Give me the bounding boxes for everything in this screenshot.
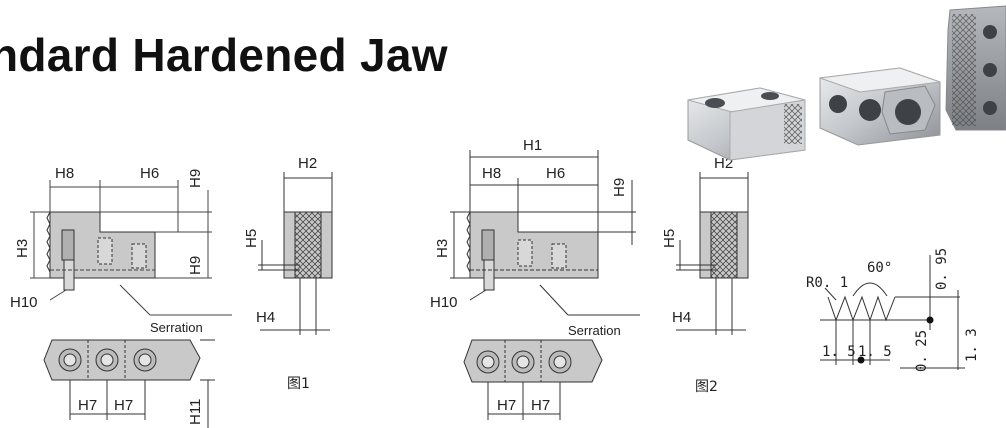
fig1-side-view bbox=[30, 180, 232, 316]
jaw-photo-2 bbox=[819, 67, 941, 146]
fig2-serration-label: Serration bbox=[568, 323, 621, 338]
fig2-H6-label: H6 bbox=[546, 165, 565, 182]
reference-dot bbox=[857, 356, 865, 364]
fig2-H7-left-label: H7 bbox=[497, 397, 516, 414]
fig1-H10-label: H10 bbox=[10, 294, 38, 311]
detail-15-right-label: 1. 5 bbox=[858, 344, 892, 360]
fig2-H7-right-label: H7 bbox=[531, 397, 550, 414]
fig1-H9-bottom-label: H9 bbox=[187, 256, 204, 275]
detail-025-label: 0. 25 bbox=[914, 330, 930, 372]
fig2-H9-label: H9 bbox=[611, 178, 628, 197]
fig1-H2-label: H2 bbox=[298, 155, 317, 172]
fig1-H6-label: H6 bbox=[140, 165, 159, 182]
detail-radius-label: R0. 1 bbox=[806, 275, 848, 291]
fig1-H7-right-label: H7 bbox=[114, 397, 133, 414]
detail-angle-label: 60° bbox=[867, 260, 892, 276]
fig1-H11-label: H11 bbox=[187, 399, 204, 425]
fig1-H3-label: H3 bbox=[14, 239, 31, 258]
fig1-caption: 图1 bbox=[287, 376, 310, 392]
fig1-H8-label: H8 bbox=[55, 165, 74, 182]
fig2-H8-label: H8 bbox=[482, 165, 501, 182]
detail-095-label: 0. 95 bbox=[934, 248, 950, 290]
jaw-photo-1 bbox=[687, 87, 806, 161]
fig2-H3-label: H3 bbox=[434, 239, 451, 258]
fig1-H4-label: H4 bbox=[256, 309, 275, 326]
fig1-end-view bbox=[258, 172, 333, 335]
reference-dot bbox=[926, 316, 934, 324]
fig2-side-view bbox=[450, 150, 640, 316]
jaw-photo-3 bbox=[945, 5, 1006, 131]
fig2-top-view bbox=[463, 339, 603, 420]
detail-13-label: 1. 3 bbox=[964, 328, 980, 362]
fig2-H1-label: H1 bbox=[523, 137, 542, 154]
fig1-H7-left-label: H7 bbox=[78, 397, 97, 414]
fig1-H9-top-label: H9 bbox=[187, 169, 204, 188]
fig2-H5-label: H5 bbox=[661, 229, 678, 248]
fig1-serration-label: Serration bbox=[150, 320, 203, 335]
fig1-H5-label: H5 bbox=[243, 229, 260, 248]
fig2-end-view bbox=[676, 172, 749, 335]
page-title: ndard Hardened Jaw bbox=[0, 29, 448, 81]
fig2-caption: 图2 bbox=[695, 379, 718, 395]
fig2-H10-label: H10 bbox=[430, 294, 458, 311]
fig2-H4-label: H4 bbox=[672, 309, 691, 326]
fig1-top-view bbox=[43, 339, 215, 428]
detail-15-left-label: 1. 5 bbox=[822, 344, 856, 360]
